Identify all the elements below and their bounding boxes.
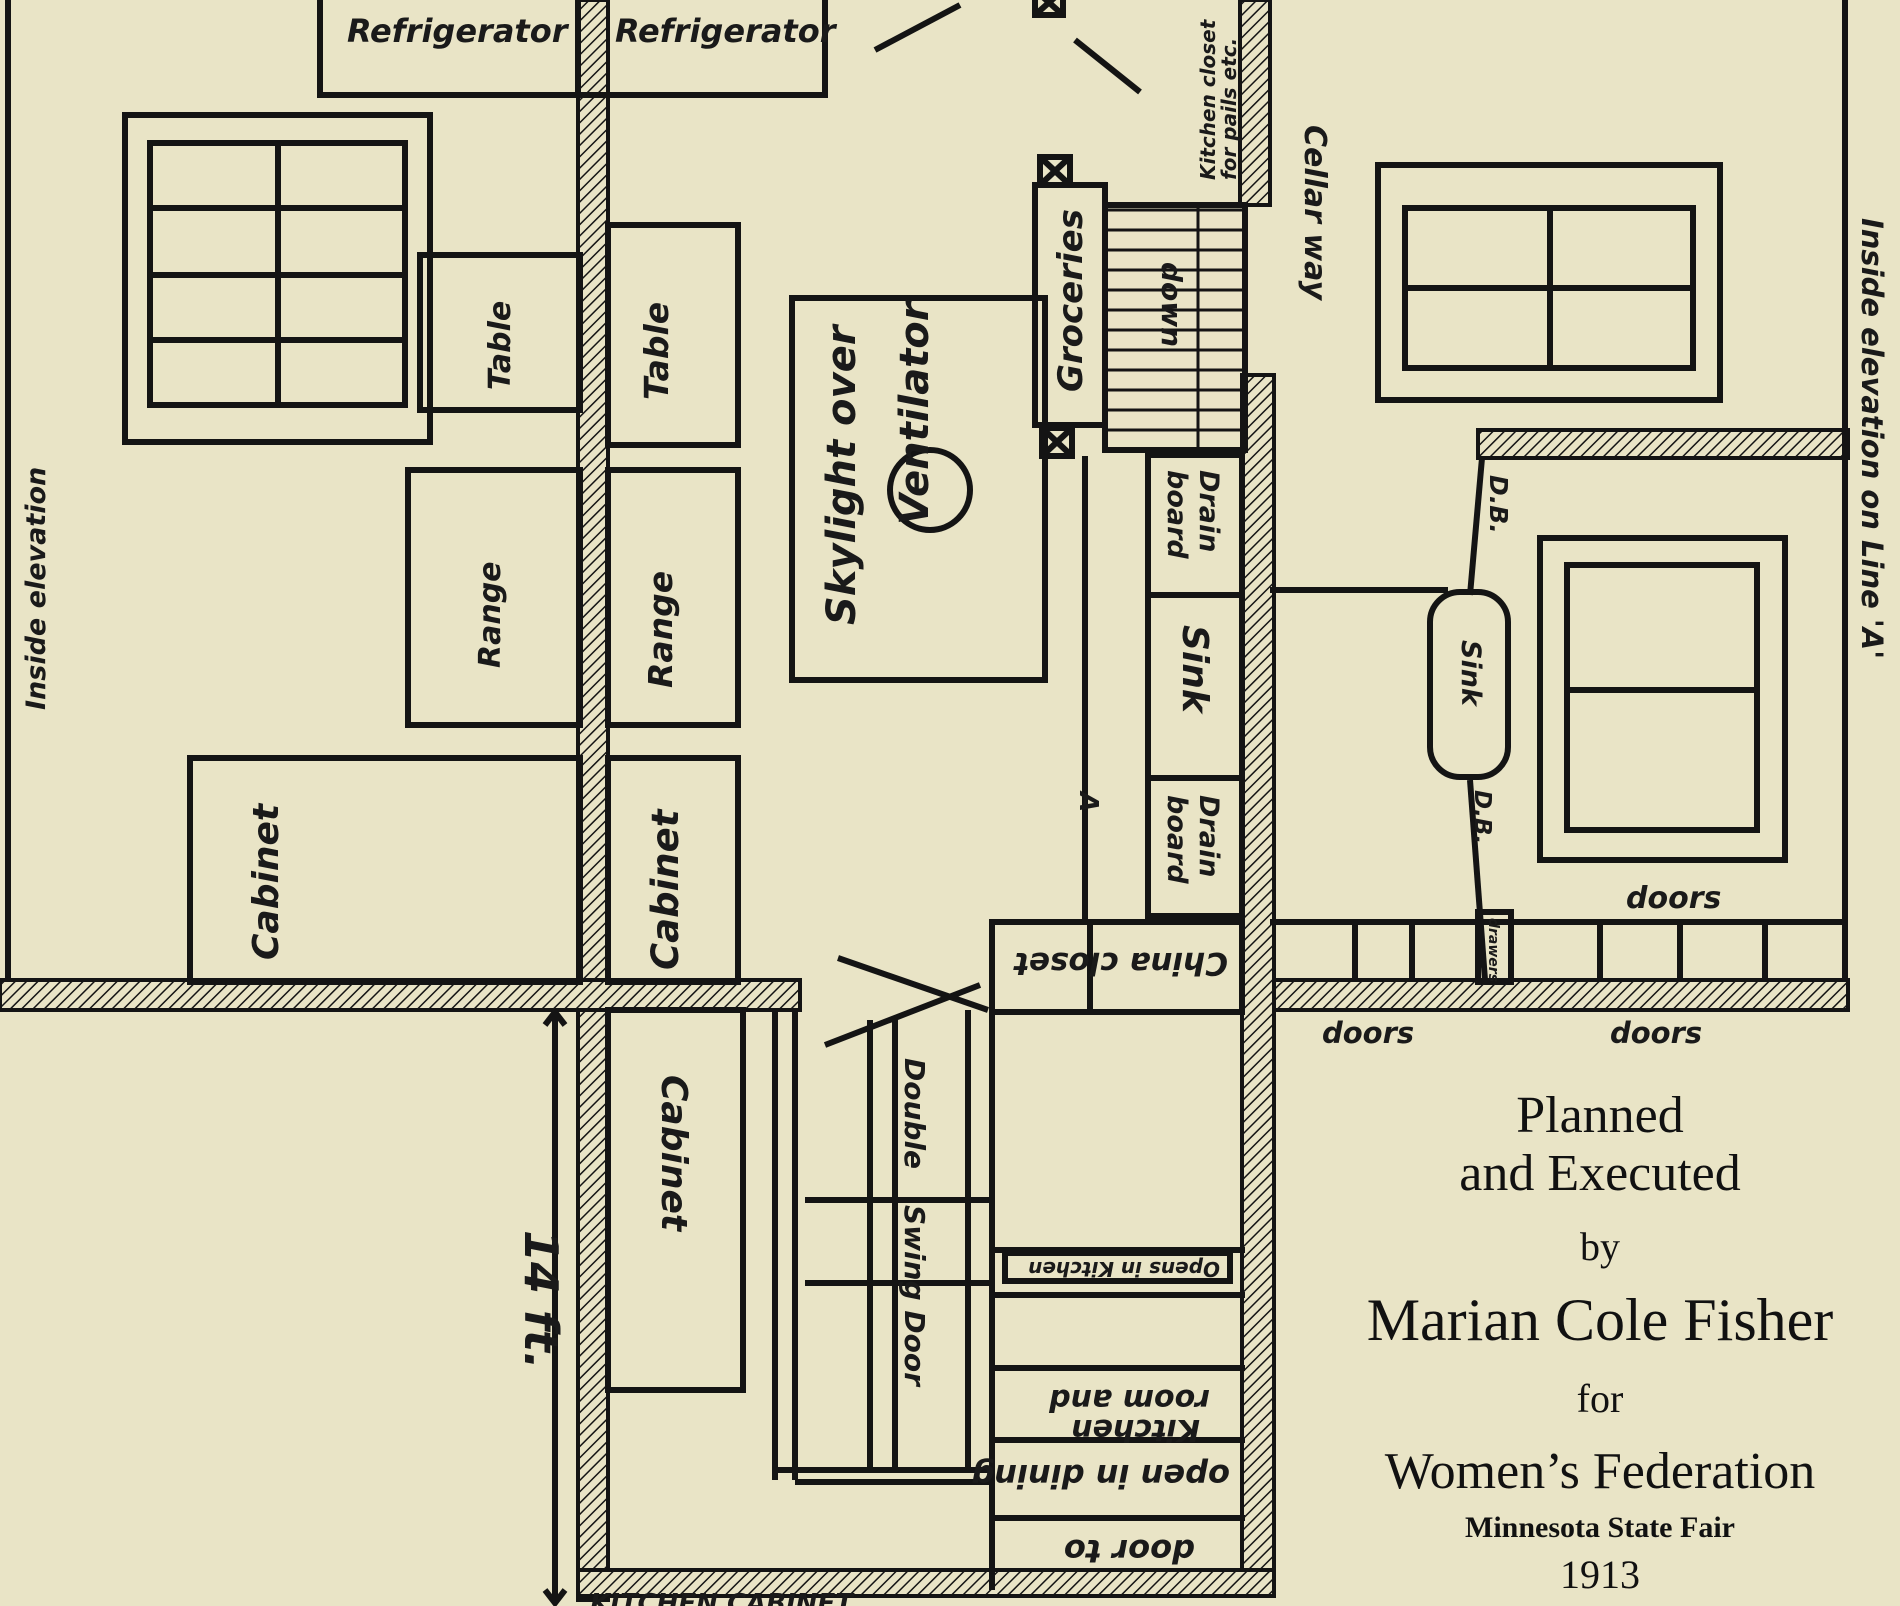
stairs-box xyxy=(1102,202,1248,453)
label-marker-a: A xyxy=(1073,790,1103,812)
label-table-right: Table xyxy=(637,302,676,400)
label-double-swing-1: Double xyxy=(898,1058,931,1169)
range-left-box xyxy=(405,467,583,728)
label-sink-right: Sink xyxy=(1455,640,1486,708)
wall-upper-right-horizontal xyxy=(1476,428,1850,460)
credit-by: by xyxy=(1580,1224,1620,1269)
label-drawers: drawers xyxy=(1485,918,1501,982)
ventilator-circle xyxy=(887,447,973,533)
label-doors-right-top: doors xyxy=(1626,881,1721,916)
label-cabinet-lower: Cabinet xyxy=(653,1075,694,1233)
label-opens-in-kitchen: Opens in Kitchen xyxy=(1028,1257,1220,1281)
stair-treads xyxy=(1105,205,1245,450)
refrigerator-box xyxy=(317,0,828,98)
label-drain-board-lower-1: Drain xyxy=(1193,795,1224,877)
label-room-and: room and xyxy=(1049,1382,1210,1417)
wall-right-vertical-lower xyxy=(1240,373,1276,1597)
label-door-to: door to xyxy=(1064,1532,1195,1570)
skylight-box xyxy=(789,295,1048,683)
label-groceries: Groceries xyxy=(1051,209,1091,392)
label-double-swing-2: Swing Door xyxy=(898,1205,931,1388)
label-inside-elevation: Inside elevation xyxy=(21,467,52,710)
label-china-closet: China closet xyxy=(1013,945,1228,981)
label-doors-bottom-right: doors xyxy=(1610,1016,1702,1050)
label-cellar-way: Cellar way xyxy=(1297,125,1332,301)
label-cabinet-left: Cabinet xyxy=(246,802,287,960)
label-doors-bottom-left: doors xyxy=(1322,1016,1414,1050)
label-table-left: Table xyxy=(483,301,518,390)
cabinet-lower-box xyxy=(605,1007,746,1393)
range-right-box xyxy=(605,467,741,728)
label-drain-board-upper-1: Drain xyxy=(1193,470,1224,552)
label-refrigerator-right: Refrigerator xyxy=(615,12,838,50)
credit-author: Marian Cole Fisher xyxy=(1367,1287,1834,1353)
label-skylight: Skylight over xyxy=(819,323,865,625)
outlines xyxy=(5,0,1848,1606)
credit-for: for xyxy=(1577,1376,1624,1421)
table-left-box xyxy=(417,252,583,413)
label-kitchen-closet: Kitchen closet xyxy=(1196,18,1220,180)
label-dimension: 14 ft. xyxy=(514,1230,568,1370)
label-range-right: Range xyxy=(641,571,680,688)
label-refrigerator-left: Refrigerator xyxy=(347,12,570,50)
china-closet-box xyxy=(989,919,1245,1015)
label-sink-left: Sink xyxy=(1174,625,1215,715)
label-drain-board-upper-2: board xyxy=(1161,470,1192,559)
label-kitchen-closet-2: for pails etc. xyxy=(1217,38,1241,180)
label-kitchen: Kitchen xyxy=(1071,1412,1200,1447)
label-db-upper: D.B. xyxy=(1484,475,1513,534)
label-down: down xyxy=(1155,262,1188,347)
label-ventilator: Ventilator xyxy=(892,299,938,525)
credit-year: 1913 xyxy=(1560,1552,1640,1597)
credit-womens-federation: Women’s Federation xyxy=(1385,1443,1816,1500)
label-drain-board-lower-2: board xyxy=(1161,795,1192,884)
cabinet-middle-box xyxy=(605,755,741,985)
table-right-box xyxy=(605,222,741,448)
label-range-left: Range xyxy=(473,561,508,668)
labels: Refrigerator Refrigerator Kitchen closet… xyxy=(21,12,1889,1606)
opens-in-kitchen-label-box xyxy=(1002,1250,1233,1284)
credit-and-executed: and Executed xyxy=(1459,1145,1741,1202)
window-right-lower-frame xyxy=(1537,535,1788,863)
wall-right-vertical-upper xyxy=(1238,0,1272,207)
credit-planned: Planned xyxy=(1516,1087,1684,1144)
wall-bottom xyxy=(576,1568,1276,1598)
cabinet-left-box xyxy=(187,755,583,985)
label-cabinet-middle: Cabinet xyxy=(644,808,687,970)
label-kitchen-cabinet-bottom: KITCHEN CABINET xyxy=(590,1589,855,1606)
drain-board-lower-box xyxy=(1145,775,1245,919)
wall-horizontal-right xyxy=(1248,978,1850,1012)
label-db-lower: D.B. xyxy=(1469,790,1495,844)
credit-minnesota-state-fair: Minnesota State Fair xyxy=(1465,1511,1735,1544)
window-left-frame xyxy=(122,112,433,445)
label-inside-elevation-line-a: Inside elevation on Line 'A' xyxy=(1855,218,1889,659)
label-open-in-dining: open in dining xyxy=(971,1457,1230,1495)
credit-block: Planned and Executed by Marian Cole Fish… xyxy=(1367,1087,1834,1597)
window-right-upper-frame xyxy=(1375,162,1723,403)
